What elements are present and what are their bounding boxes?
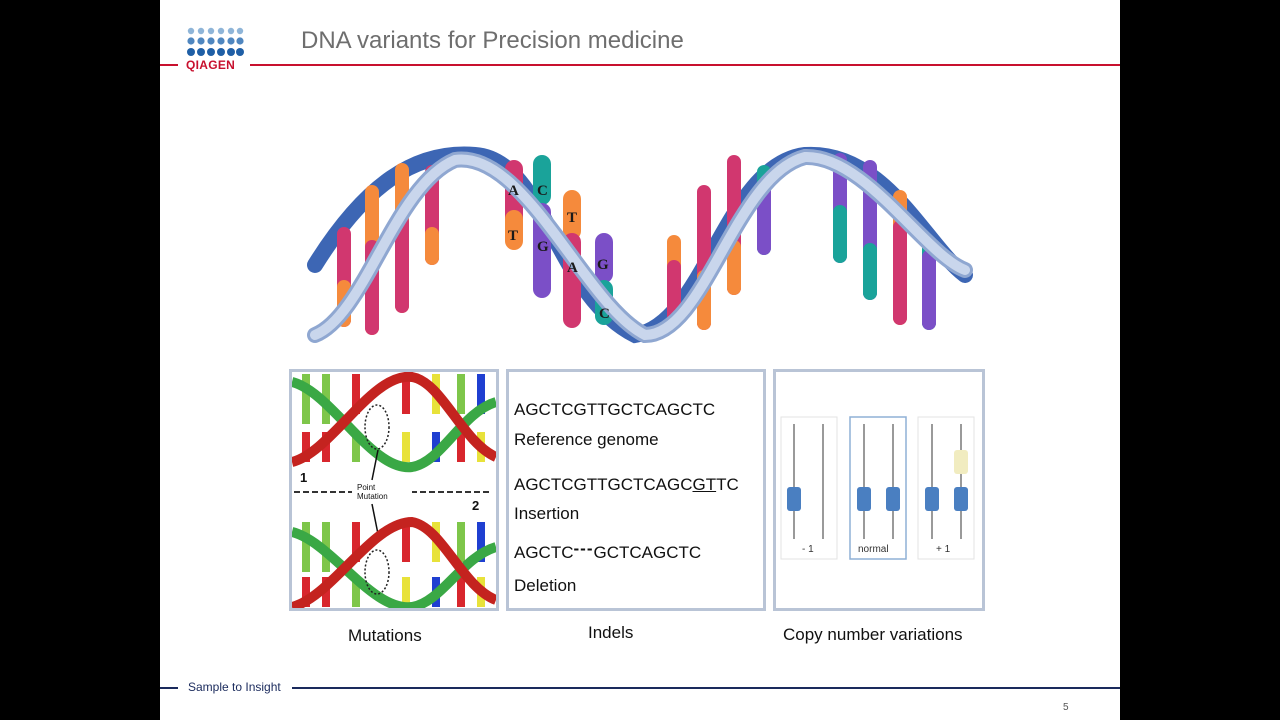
page-number: 5 bbox=[1063, 702, 1069, 713]
deletion-sequence: AGCTC---GCTCAGCTC bbox=[514, 539, 702, 562]
cnv-minus-label: - 1 bbox=[802, 544, 814, 555]
reference-genome-label: Reference genome bbox=[514, 430, 659, 449]
base-label-a2: A bbox=[567, 260, 578, 276]
inserted-bases: GT bbox=[692, 475, 717, 494]
reference-sequence: AGCTCGTTGCTCAGCTC bbox=[514, 400, 716, 419]
cnv-plus-label: + 1 bbox=[936, 544, 951, 555]
cnv-panel: - 1 normal + 1 bbox=[773, 369, 985, 611]
base-label-t: T bbox=[508, 228, 518, 244]
insertion-label: Insertion bbox=[514, 504, 580, 523]
cnv-normal: normal bbox=[849, 416, 907, 560]
footer-rule-left bbox=[160, 687, 178, 689]
qiagen-logo-icon bbox=[187, 27, 244, 56]
base-label-a: A bbox=[508, 183, 519, 199]
indels-panel: AGCTCGTTGCTCAGCTC Reference genome AGCTC… bbox=[506, 369, 766, 611]
header-rule bbox=[250, 64, 1120, 66]
cnv-normal-label: normal bbox=[858, 544, 889, 555]
deletion-gap: --- bbox=[573, 539, 594, 558]
mutations-caption: Mutations bbox=[348, 626, 422, 645]
cnv-illustration: - 1 normal + 1 bbox=[780, 416, 975, 560]
slide: QIAGEN DNA variants for Precision medici… bbox=[160, 0, 1120, 720]
cnv-minus-one: - 1 bbox=[780, 416, 838, 560]
panel-number-2: 2 bbox=[472, 498, 479, 513]
deletion-label: Deletion bbox=[514, 576, 577, 595]
indels-caption: Indels bbox=[588, 623, 634, 642]
cnv-caption: Copy number variations bbox=[783, 625, 963, 644]
base-label-c: C bbox=[537, 183, 548, 199]
dna-helix-illustration: A T C G T A G C bbox=[307, 146, 973, 344]
base-label-t2: T bbox=[567, 210, 577, 226]
slide-title: DNA variants for Precision medicine bbox=[301, 27, 684, 54]
logo-wordmark: QIAGEN bbox=[186, 58, 236, 72]
panel-number-1: 1 bbox=[300, 470, 307, 485]
insertion-sequence: AGCTCGTTGCTCAGCGTTC bbox=[514, 475, 739, 494]
cnv-plus-one: + 1 bbox=[917, 416, 975, 560]
helix-front-strand bbox=[307, 148, 973, 344]
footer-tagline: Sample to Insight bbox=[188, 680, 281, 694]
header-rule-left bbox=[160, 64, 178, 66]
base-label-g: G bbox=[537, 239, 549, 255]
footer-rule bbox=[292, 687, 1120, 689]
base-label-c2: C bbox=[599, 306, 610, 322]
base-label-g2: G bbox=[597, 257, 609, 273]
